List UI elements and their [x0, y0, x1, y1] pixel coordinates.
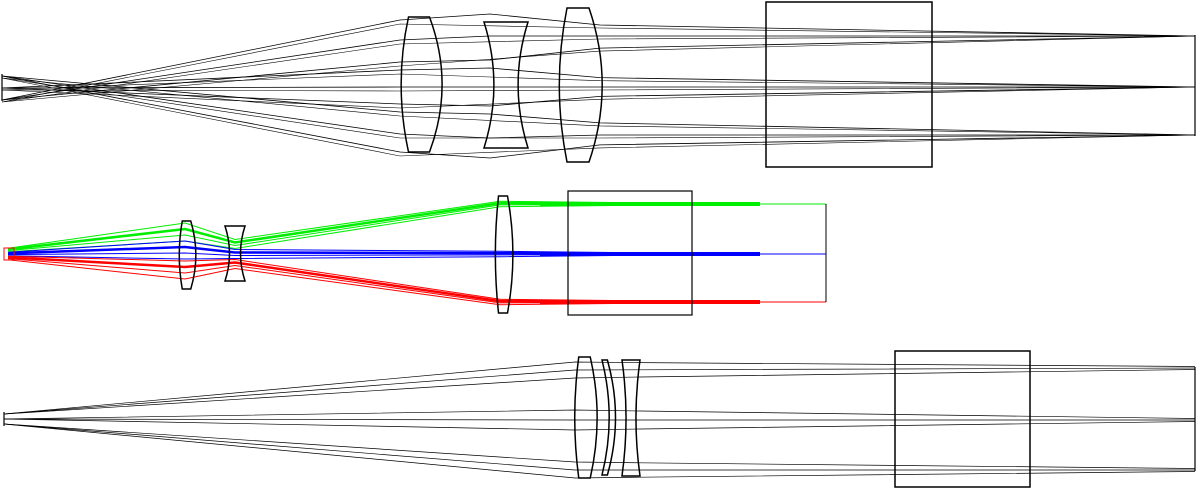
ray	[1, 73, 1196, 91]
three-lens-system-bottom	[3, 350, 1196, 488]
three-lens-system-top	[1, 1, 1196, 168]
ray	[3, 418, 1196, 431]
prism-block	[894, 350, 1031, 488]
ray	[1, 35, 1196, 101]
ray	[7, 203, 761, 252]
ray	[3, 423, 1196, 469]
ray	[1, 86, 1196, 107]
ray	[7, 201, 761, 251]
lens-3	[494, 195, 514, 314]
prism-block	[765, 1, 933, 168]
lens-2	[223, 225, 247, 282]
ray	[1, 67, 1196, 89]
ray	[1, 86, 1196, 109]
ray	[1, 35, 1195, 101]
ray	[1, 86, 1195, 89]
prism-block	[567, 190, 693, 316]
ray	[3, 418, 1195, 421]
ray	[1, 77, 1196, 136]
ray	[3, 369, 1196, 415]
ray	[1, 13, 1196, 101]
ray	[1, 75, 1196, 136]
lens-2	[482, 21, 530, 149]
ray	[1, 35, 1196, 103]
lens-1	[400, 16, 443, 153]
ray	[1, 77, 1196, 139]
ray	[3, 423, 1195, 471]
lens-3	[621, 359, 641, 477]
ray	[1, 23, 1196, 103]
ray	[3, 367, 1196, 415]
ray	[1, 86, 1196, 92]
ray	[1, 75, 1196, 159]
ray	[3, 409, 1196, 420]
lens-1	[178, 220, 197, 290]
lens-2	[601, 359, 617, 476]
ray	[7, 258, 761, 304]
object-marker	[3, 247, 15, 261]
ray	[7, 256, 761, 304]
lens-1	[573, 356, 598, 479]
ray	[1, 77, 1196, 157]
ray	[3, 423, 1196, 479]
lens-3	[558, 7, 603, 163]
ray	[1, 35, 1196, 103]
three-lens-system-color	[3, 190, 827, 316]
